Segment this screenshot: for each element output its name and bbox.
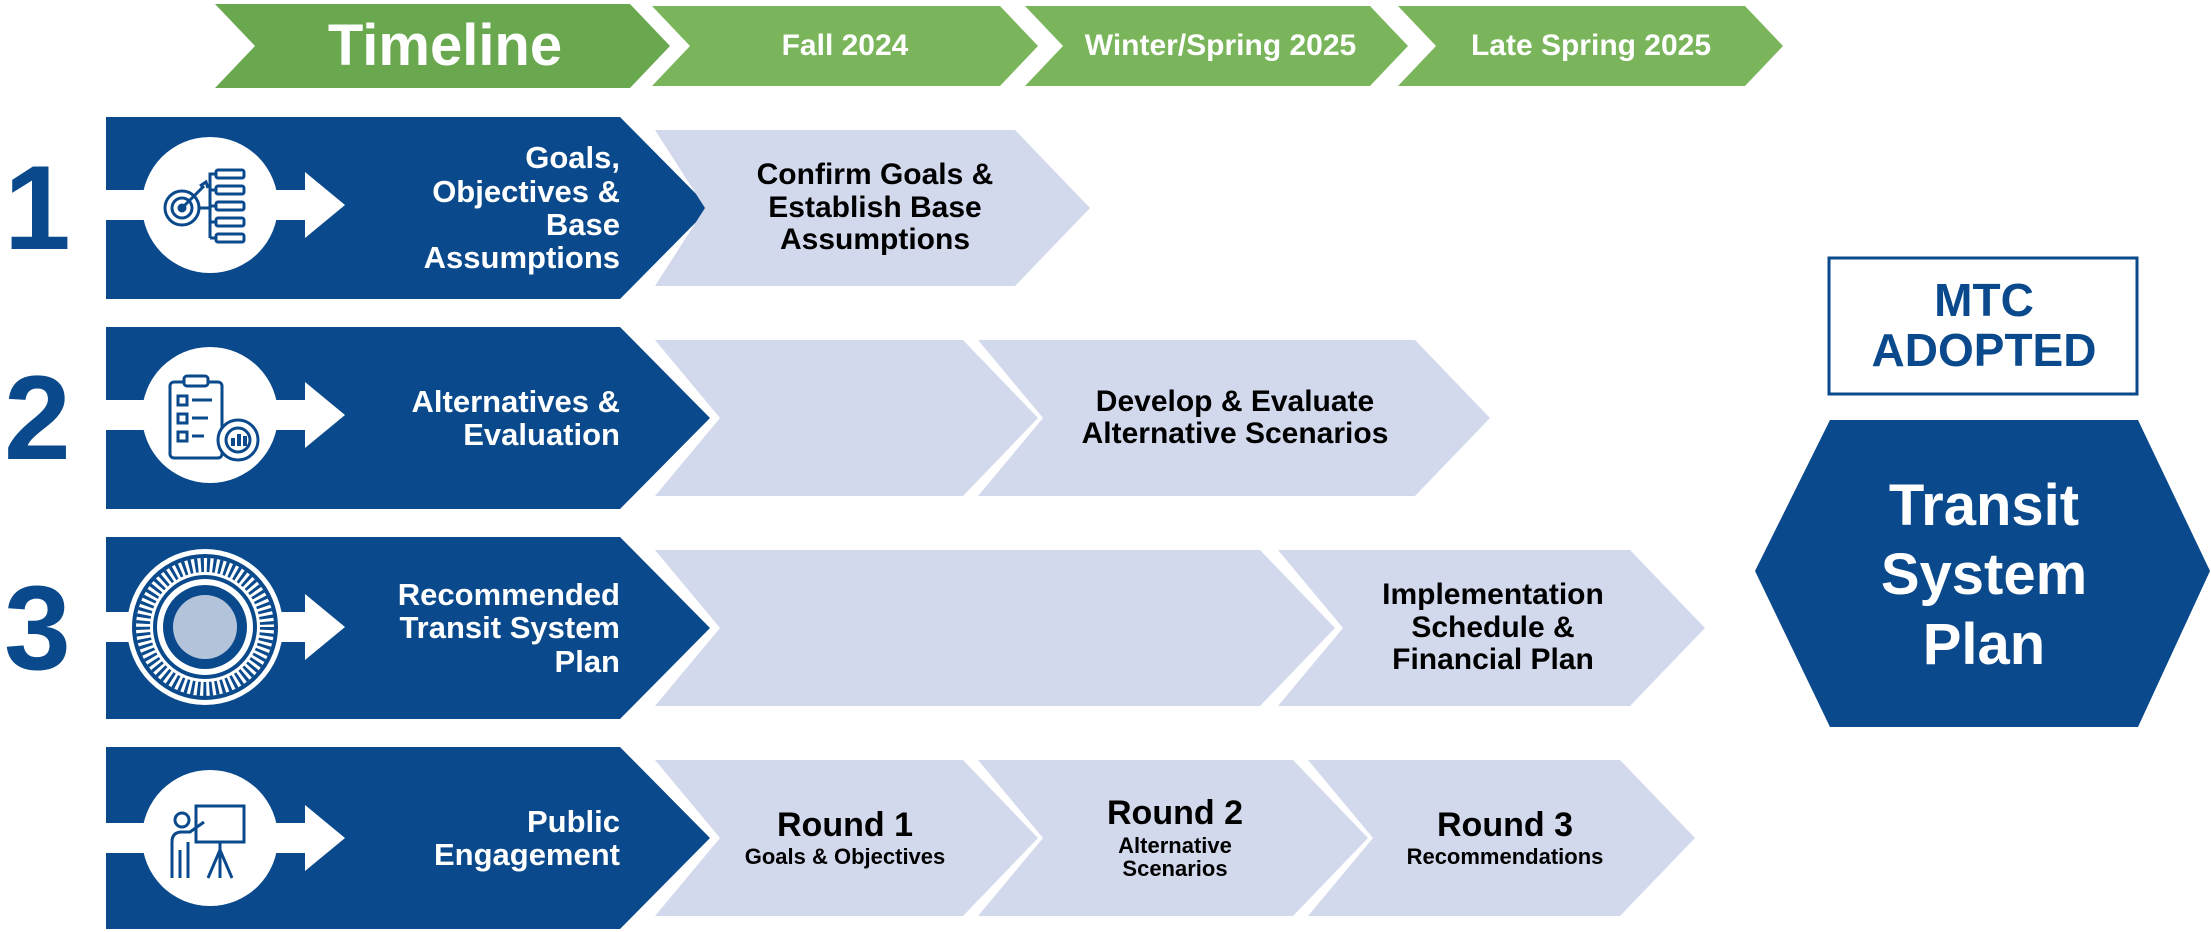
row2-arrow-head <box>305 382 345 448</box>
phase-confirm-goals: Confirm Goals & Establish Base Assumptio… <box>756 158 994 257</box>
presenter-board-icon <box>170 804 246 879</box>
row1-phase-chevron <box>655 130 1090 286</box>
row-label-recommended-plan: Recommended Transit System Plan <box>397 576 620 679</box>
round-3-subtitle: Recommendations <box>1406 844 1604 870</box>
period-late-spring-2025: Late Spring 2025 <box>1470 28 1712 62</box>
row-label-public-engagement: Public Engagement <box>433 803 620 872</box>
round-1: Round 1 Goals & Objectives <box>715 770 975 906</box>
transit-system-plan-hexagon <box>1755 420 2210 727</box>
period-chevron-late-spring-2025 <box>1398 6 1783 86</box>
round-1-title: Round 1 <box>777 805 913 844</box>
row2-phase-chevron-a <box>655 340 1038 496</box>
row-label-goals: Goals, Objectives & Base Assumptions <box>423 140 620 276</box>
round2-chevron <box>978 760 1368 916</box>
mtc-adopted-box <box>1827 256 2139 396</box>
row3-phase-chevron-b <box>1278 550 1705 706</box>
seal-icon <box>127 549 283 705</box>
row3-phase-chevron-a <box>655 550 1335 706</box>
round-3: Round 3 Recommendations <box>1375 770 1635 906</box>
row2-phase-chevron-b <box>978 340 1490 496</box>
clipboard-chart-icon <box>168 374 260 462</box>
period-fall-2024: Fall 2024 <box>781 28 909 62</box>
step-number-1: 1 <box>4 141 71 275</box>
row1-arrow-head <box>305 172 345 238</box>
row4-arrow-head <box>305 805 345 871</box>
row4-icon-circle <box>142 770 278 906</box>
round-3-title: Round 3 <box>1437 805 1573 844</box>
transit-system-plan-title: Transit System Plan <box>1880 472 2088 677</box>
timeline-title: Timeline <box>327 12 563 78</box>
round-2: Round 2 Alternative Scenarios <box>1045 770 1305 906</box>
round-2-subtitle: Alternative Scenarios <box>1118 832 1232 882</box>
row3-arrow-head <box>305 594 345 660</box>
period-winter-spring-2025: Winter/Spring 2025 <box>1084 28 1357 62</box>
timeline-header-chevron <box>215 4 670 88</box>
row2-icon-circle <box>142 347 278 483</box>
round1-chevron <box>655 760 1038 916</box>
mtc-adopted-badge: MTC ADOPTED <box>1871 274 2097 376</box>
period-chevron-fall-2024 <box>652 6 1038 86</box>
target-checklist-icon <box>163 168 246 244</box>
period-chevron-winter-spring-2025 <box>1025 6 1408 86</box>
row-label-alternatives: Alternatives & Evaluation <box>411 383 620 452</box>
round3-chevron <box>1308 760 1695 916</box>
round-1-subtitle: Goals & Objectives <box>744 844 946 870</box>
phase-develop-evaluate: Develop & Evaluate Alternative Scenarios <box>1081 384 1389 450</box>
phase-implementation-financial: Implementation Schedule & Financial Plan <box>1382 578 1604 677</box>
step-number-3: 3 <box>4 561 71 695</box>
round-2-title: Round 2 <box>1107 793 1243 832</box>
step-number-2: 2 <box>4 351 71 485</box>
